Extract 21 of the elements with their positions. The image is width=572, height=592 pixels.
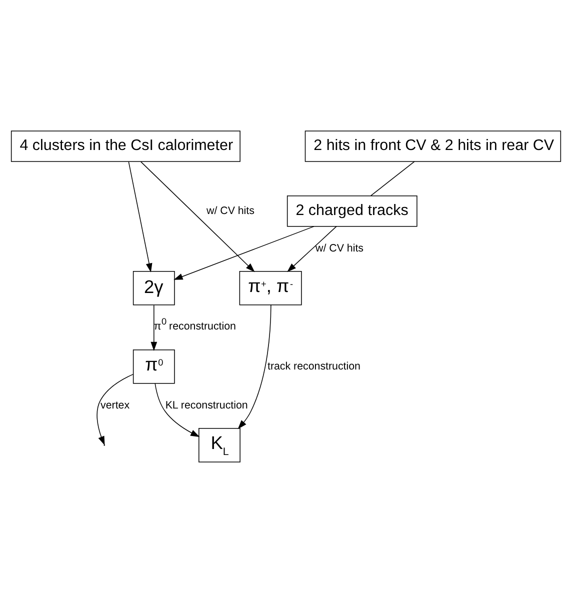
node-box: π$^{0}$ [132,349,175,384]
arrow [238,304,272,429]
edge-label: w/ CV hits [206,204,254,216]
arrow [96,373,134,445]
node-box: 2γ [132,270,175,305]
arrow [174,226,314,280]
arrow [287,226,337,272]
edge-label: track reconstruction [268,360,360,372]
node-box: 4 clusters in the CsI calorimeter [10,130,240,162]
edge-label: vertex [100,399,130,412]
arrow [150,304,158,350]
node-box: K$_{L}$ [198,428,240,462]
arrow [128,160,152,272]
arrow [140,160,255,272]
arrow [154,382,200,436]
edge-label: w/ CV hits [316,242,364,254]
node-box: 2 charged tracks [286,194,418,226]
node-box: 2 hits in front CV & 2 hits in rear CV [304,130,562,162]
node-box: π$^{+}$, π$^{-}$ [239,270,302,305]
connector [370,160,415,196]
edge-label: KL reconstruction [165,399,248,412]
